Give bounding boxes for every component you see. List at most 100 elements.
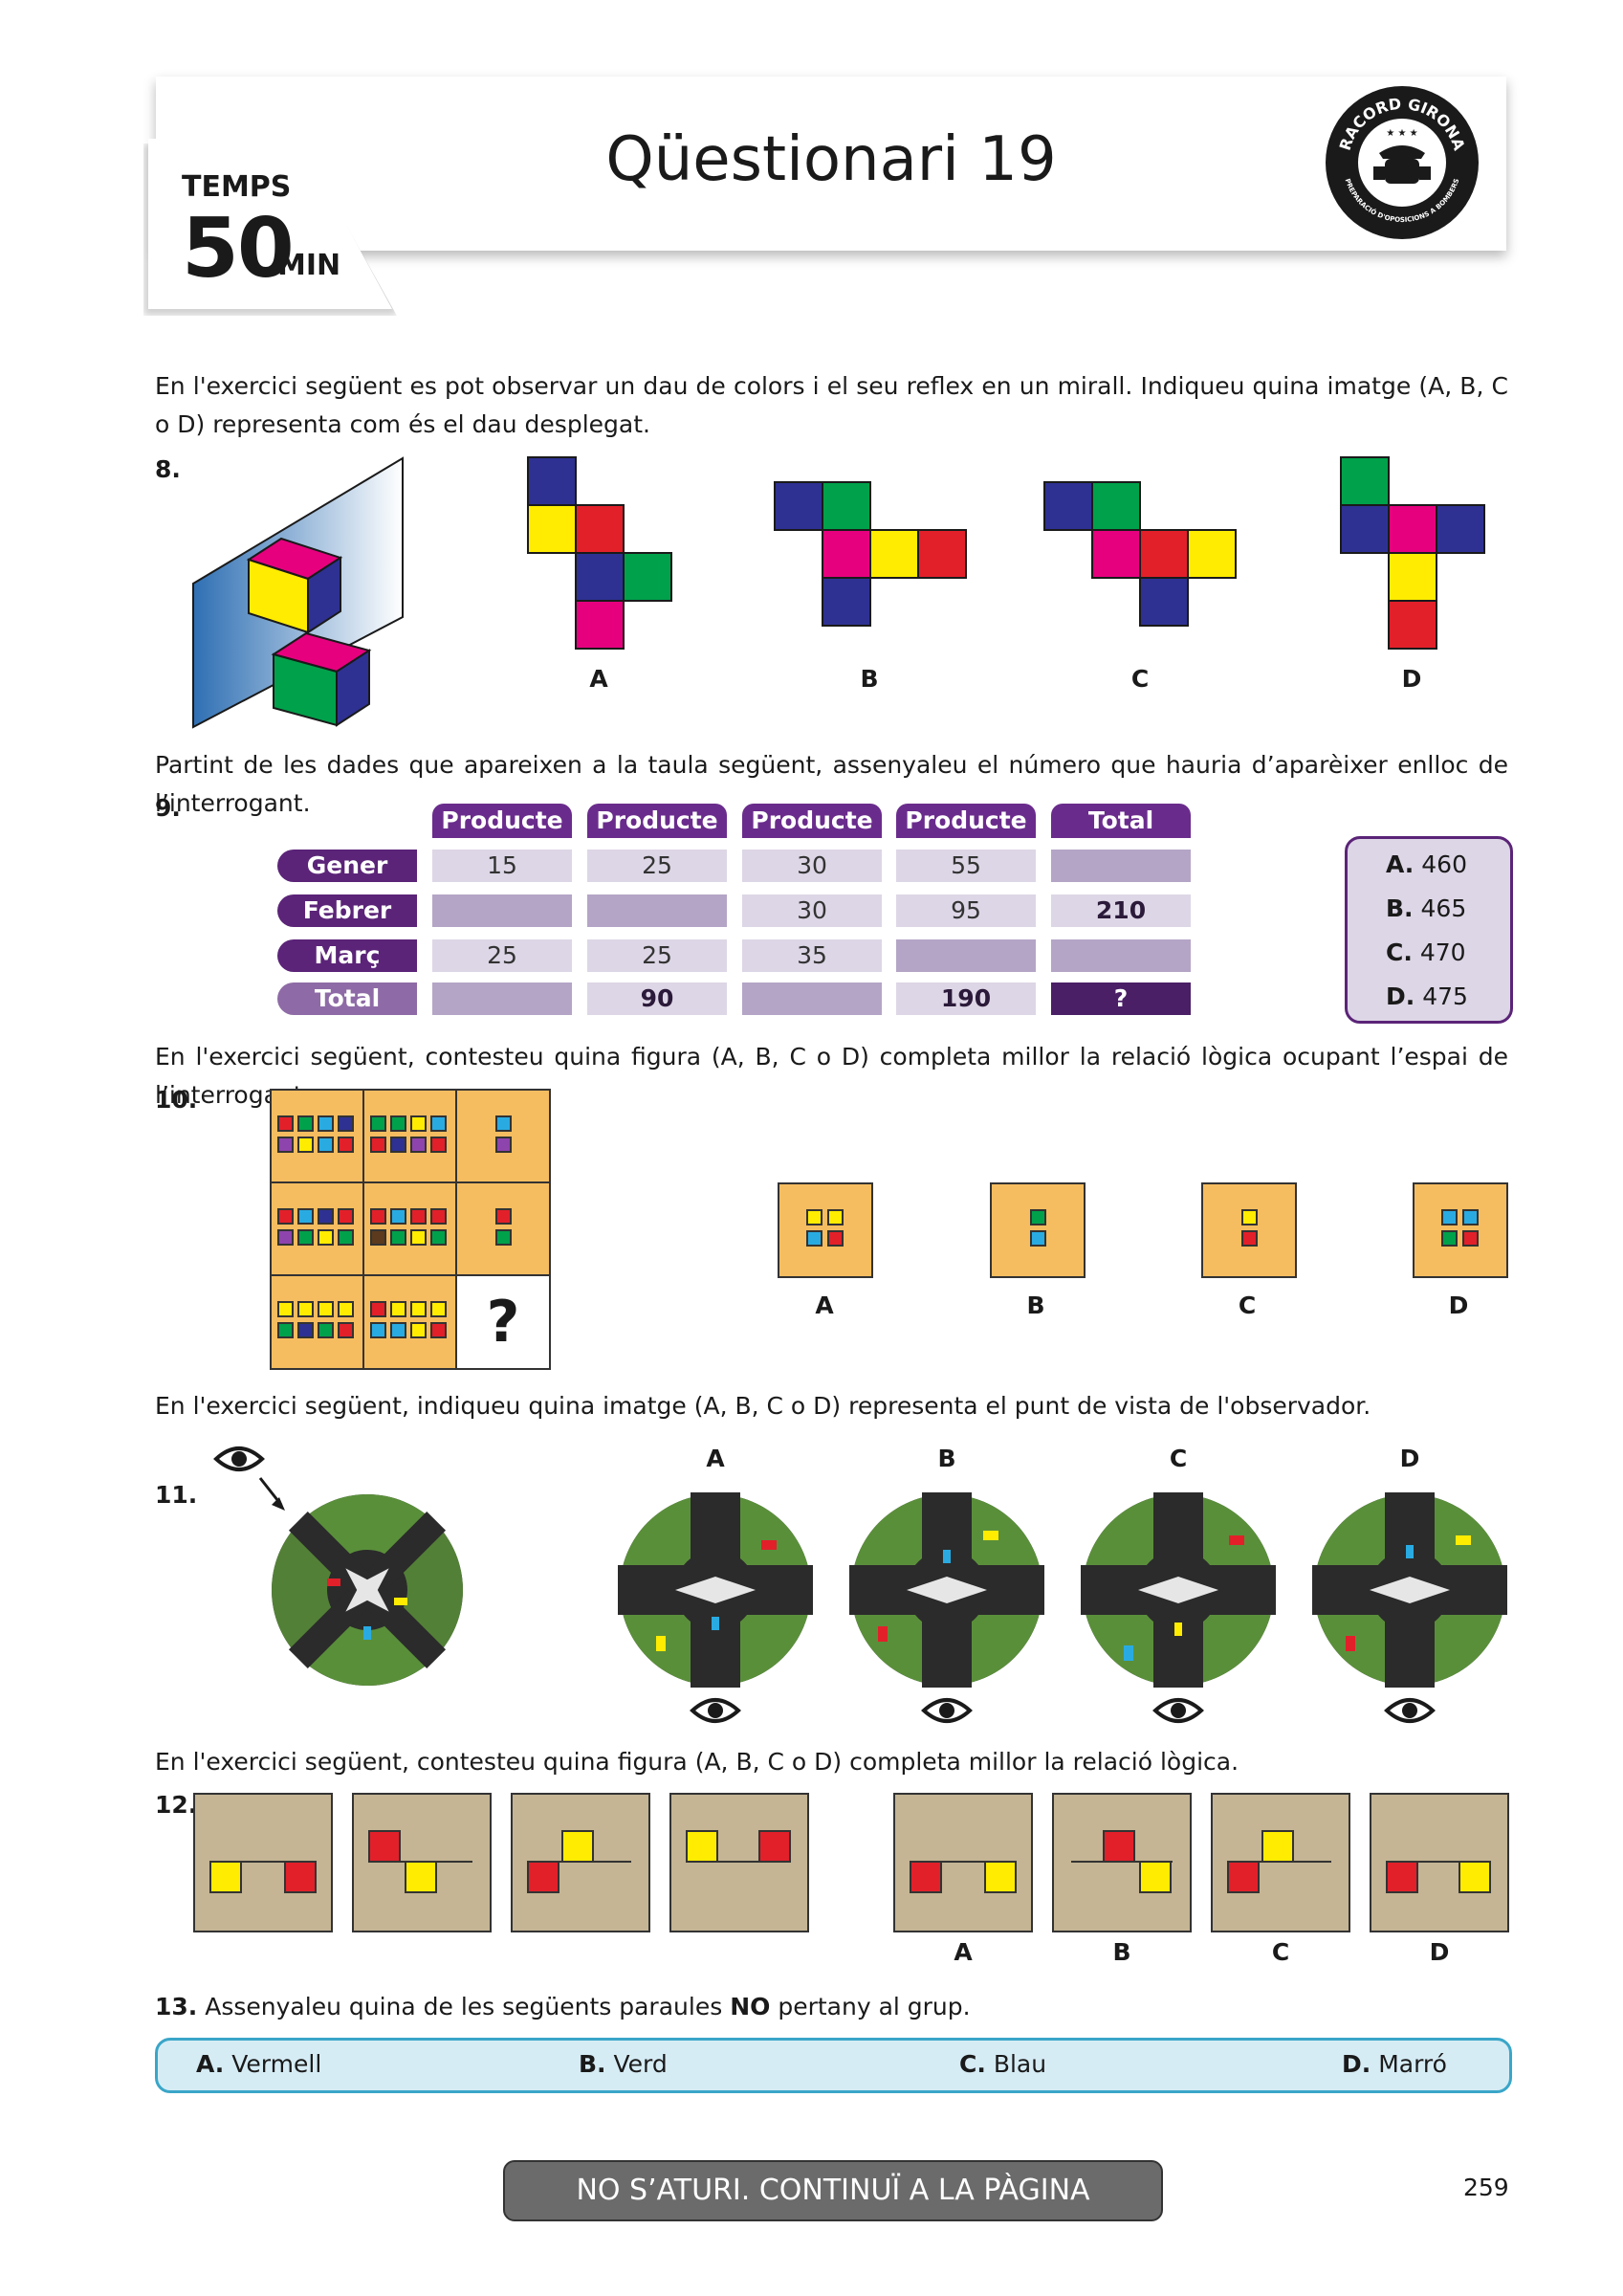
q10-cell [455, 1181, 551, 1277]
header-banner [156, 77, 1506, 251]
table-cell: 210 [1051, 894, 1191, 927]
q11-option-c[interactable] [1081, 1492, 1276, 1688]
table-col-header: Producte B [587, 804, 727, 869]
table-cell: 25 [432, 939, 572, 972]
table-row-label: Febrer [277, 894, 417, 927]
q9-answer-b[interactable]: B. 465 [1386, 894, 1467, 922]
q10-option-c[interactable] [1201, 1182, 1297, 1278]
q11-option-d[interactable] [1312, 1492, 1507, 1688]
observer-eye-icon [213, 1446, 285, 1511]
q8-option-b-label: B [860, 665, 879, 693]
time-value: 50 [182, 201, 295, 297]
q10-option-d-label: D [1448, 1292, 1469, 1319]
page-title: Qüestionari 19 [605, 124, 1057, 195]
q12-option-c[interactable] [1211, 1793, 1350, 1932]
q10-number: 10. [155, 1086, 198, 1114]
q10-option-a[interactable] [778, 1182, 873, 1278]
table-cell: 190 [896, 982, 1036, 1015]
q10-option-d[interactable] [1413, 1182, 1508, 1278]
q11-option-d-label: D [1399, 1445, 1420, 1472]
q8-net-a[interactable] [526, 455, 674, 651]
q12-option-c-label: C [1271, 1938, 1290, 1966]
q10-cell [270, 1181, 365, 1277]
table-row-label: Març [277, 939, 417, 972]
table-cell [896, 939, 1036, 972]
q10-cell [270, 1089, 365, 1184]
q9-intro: Partint de les dades que apareixen a la … [155, 751, 1508, 817]
q11-option-b-label: B [937, 1445, 956, 1472]
table-row-label: Gener [277, 850, 417, 882]
q9-answer-d[interactable]: D. 475 [1386, 982, 1468, 1010]
q11-option-c-label: C [1169, 1445, 1188, 1472]
q12-option-b-label: B [1112, 1938, 1131, 1966]
q8-net-b[interactable] [773, 480, 969, 629]
q13-answer-b[interactable]: B. Verd [579, 2050, 668, 2078]
q11-option-a[interactable] [618, 1492, 813, 1688]
q11-option-a-label: A [706, 1445, 725, 1472]
table-col-header: Producte D [896, 804, 1036, 869]
table-cell: 25 [587, 850, 727, 882]
q13-number: 13. [155, 1993, 198, 2020]
q12-number: 12. [155, 1791, 198, 1819]
table-cell: 15 [432, 850, 572, 882]
table-cell-unknown: ? [1051, 982, 1191, 1015]
q12-option-b[interactable] [1052, 1793, 1192, 1932]
q8-net-d[interactable] [1339, 455, 1487, 651]
q10-option-b-label: B [1026, 1292, 1045, 1319]
q8-net-c[interactable] [1042, 480, 1239, 629]
q12-option-a[interactable] [893, 1793, 1033, 1932]
q10-grid: ? [270, 1089, 551, 1370]
q9-answer-box: A. 460 B. 465 C. 470 D. 475 [1345, 836, 1513, 1024]
eye-icon [690, 1698, 741, 1723]
table-col-header: Total [1051, 804, 1191, 838]
logo-seal: RACORD GIRONA PREPARACIÓ D'OPOSICIONS A … [1326, 86, 1479, 239]
q9-answer-a[interactable]: A. 460 [1386, 850, 1467, 878]
time-label: TEMPS [182, 170, 292, 204]
q10-question-mark: ? [455, 1274, 551, 1370]
q11-option-b[interactable] [849, 1492, 1044, 1688]
q10-option-c-label: C [1238, 1292, 1257, 1319]
q8-option-a-label: A [589, 665, 608, 693]
q8-cube-mirror [192, 456, 404, 729]
table-cell: 30 [742, 850, 882, 882]
svg-text:★ ★ ★: ★ ★ ★ [1386, 128, 1417, 139]
q13-answer-a[interactable]: A. Vermell [196, 2050, 322, 2078]
q10-cell [362, 1181, 458, 1277]
q12-sequence-1 [193, 1793, 333, 1932]
q12-sequence-3 [511, 1793, 650, 1932]
table-cell [742, 982, 882, 1015]
q8-option-d-label: D [1401, 665, 1422, 693]
table-cell [432, 894, 572, 927]
q12-option-d-label: D [1429, 1938, 1450, 1966]
q10-cell [455, 1089, 551, 1184]
q10-cell [362, 1089, 458, 1184]
eye-icon [921, 1698, 973, 1723]
table-cell: 30 [742, 894, 882, 927]
q8-number: 8. [155, 455, 181, 483]
table-cell: 90 [587, 982, 727, 1015]
q10-option-b[interactable] [990, 1182, 1086, 1278]
q13-answer-bar: A. Vermell B. Verd C. Blau D. Marró [155, 2038, 1512, 2093]
table-col-header: Producte A [432, 804, 572, 869]
q12-sequence-2 [352, 1793, 492, 1932]
q8-option-c-label: C [1130, 665, 1150, 693]
table-cell [1051, 939, 1191, 972]
table-row-label: Total [277, 982, 417, 1015]
eye-icon [1152, 1698, 1204, 1723]
q9-number: 9. [155, 794, 181, 822]
q12-option-d[interactable] [1370, 1793, 1509, 1932]
table-cell: 95 [896, 894, 1036, 927]
q13-answer-c[interactable]: C. Blau [959, 2050, 1047, 2078]
q9-answer-c[interactable]: C. 470 [1386, 938, 1466, 966]
q12-option-a-label: A [954, 1938, 973, 1966]
q11-intro: En l'exercici següent, indiqueu quina im… [155, 1392, 1371, 1420]
q12-intro: En l'exercici següent, contesteu quina f… [155, 1748, 1239, 1776]
table-col-header: Producte C [742, 804, 882, 869]
q13-answer-d[interactable]: D. Marró [1342, 2050, 1447, 2078]
table-cell: 35 [742, 939, 882, 972]
q10-cell [270, 1274, 365, 1370]
table-cell [1051, 850, 1191, 882]
table-cell: 55 [896, 850, 1036, 882]
q11-roundabout-reference [272, 1494, 463, 1686]
time-unit: MIN [277, 249, 341, 282]
